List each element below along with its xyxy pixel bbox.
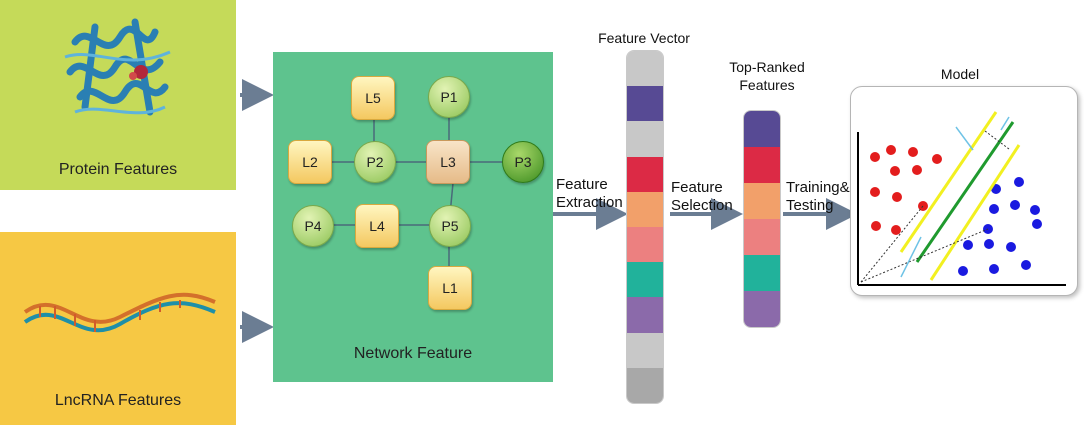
red-point	[871, 221, 881, 231]
blue-point	[984, 239, 994, 249]
top-ranked-title-line1: Top-Ranked	[729, 59, 805, 75]
feature-selection-line2: Selection	[671, 197, 733, 214]
node-l5: L5	[351, 76, 395, 120]
top-ranked-bar	[743, 110, 781, 328]
node-l2: L2	[288, 140, 332, 184]
margin-line-upper	[899, 111, 998, 253]
margin-line-lower	[929, 144, 1021, 281]
network-feature-panel: L5 P1 L2 P2 L3 P3 P4 L4 P5 L1 Network Fe…	[273, 52, 553, 382]
top-ranked-title-line2: Features	[739, 77, 795, 93]
red-point	[932, 154, 942, 164]
vector-segment	[744, 255, 780, 291]
red-point	[912, 165, 922, 175]
blue-point	[1030, 205, 1040, 215]
vector-segment	[627, 191, 663, 227]
lncrna-features-label: LncRNA Features	[54, 392, 182, 409]
node-l3: L3	[426, 140, 470, 184]
vector-segment	[627, 297, 663, 333]
node-p3: P3	[502, 141, 544, 183]
hyperplane-line	[915, 121, 1015, 263]
feature-extraction-line2: Extraction	[556, 194, 623, 211]
node-p1: P1	[428, 76, 470, 118]
blue-point	[1032, 219, 1042, 229]
red-point	[870, 152, 880, 162]
blue-point	[989, 264, 999, 274]
node-p2: P2	[354, 141, 396, 183]
training-testing-label: Training& Testing	[786, 179, 850, 215]
vector-segment	[627, 86, 663, 122]
vector-segment	[744, 219, 780, 255]
red-point	[890, 166, 900, 176]
feature-vector-bar	[626, 50, 664, 404]
feature-selection-line1: Feature	[671, 179, 723, 196]
blue-point	[1014, 177, 1024, 187]
support-vector-line	[860, 205, 924, 283]
model-panel	[850, 86, 1078, 296]
red-point	[870, 187, 880, 197]
model-title: Model	[940, 66, 980, 82]
lncrna-features-panel: LncRNA Features	[0, 232, 236, 425]
training-testing-line1: Training&	[786, 179, 850, 196]
vector-segment	[744, 183, 780, 219]
red-point	[908, 147, 918, 157]
blue-point	[1006, 242, 1016, 252]
node-p5: P5	[429, 205, 471, 247]
support-vector-line	[860, 228, 989, 283]
protein-features-label: Protein Features	[58, 161, 178, 178]
training-testing-line2: Testing	[786, 197, 834, 214]
red-point	[891, 225, 901, 235]
network-feature-label: Network Feature	[353, 345, 473, 362]
node-l4: L4	[355, 204, 399, 248]
vector-segment	[627, 51, 663, 87]
arrow-indicator	[900, 236, 922, 278]
top-ranked-title: Top-Ranked Features	[722, 58, 812, 94]
vector-segment	[627, 332, 663, 368]
feature-vector-title: Feature Vector	[598, 30, 690, 46]
vector-segment	[627, 262, 663, 298]
protein-features-panel: Protein Features	[0, 0, 236, 190]
protein-structure-icon	[64, 18, 171, 116]
blue-point	[1010, 200, 1020, 210]
model-plot	[857, 111, 1066, 286]
arrow-indicator	[1000, 116, 1010, 131]
node-p4: P4	[292, 205, 334, 247]
blue-point	[958, 266, 968, 276]
blue-point	[1021, 260, 1031, 270]
red-point	[918, 201, 928, 211]
vector-segment	[627, 367, 663, 403]
vector-segment	[627, 156, 663, 192]
vector-segment	[744, 111, 780, 147]
blue-point	[963, 240, 973, 250]
vector-segment	[744, 147, 780, 183]
feature-selection-label: Feature Selection	[671, 179, 733, 215]
margin-indicator	[984, 130, 1010, 150]
node-l1: L1	[428, 266, 472, 310]
blue-point	[989, 204, 999, 214]
red-point	[892, 192, 902, 202]
feature-extraction-label: Feature Extraction	[556, 176, 623, 212]
arrow-indicator	[955, 126, 974, 151]
vector-segment	[627, 121, 663, 157]
feature-extraction-line1: Feature	[556, 176, 608, 193]
vector-segment	[744, 291, 780, 327]
vector-segment	[627, 226, 663, 263]
red-point	[886, 145, 896, 155]
rna-strand-icon	[23, 292, 216, 333]
